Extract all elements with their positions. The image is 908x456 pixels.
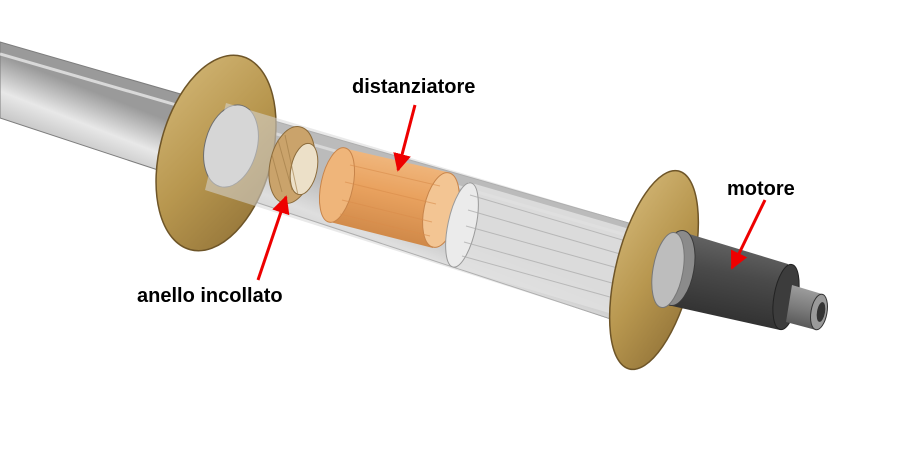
inner-tube-section [445, 182, 640, 318]
motor [651, 229, 800, 331]
spacer-arrow [393, 104, 417, 172]
motor-arrow [730, 199, 767, 270]
motor-shaft [786, 285, 828, 331]
glued-ring-arrow [256, 195, 290, 281]
spacer [318, 147, 460, 248]
spacer-label: distanziatore [352, 76, 476, 98]
motor-label: motore [727, 178, 795, 200]
glued-ring [268, 126, 319, 204]
glued-ring-label: anello incollato [137, 285, 283, 307]
